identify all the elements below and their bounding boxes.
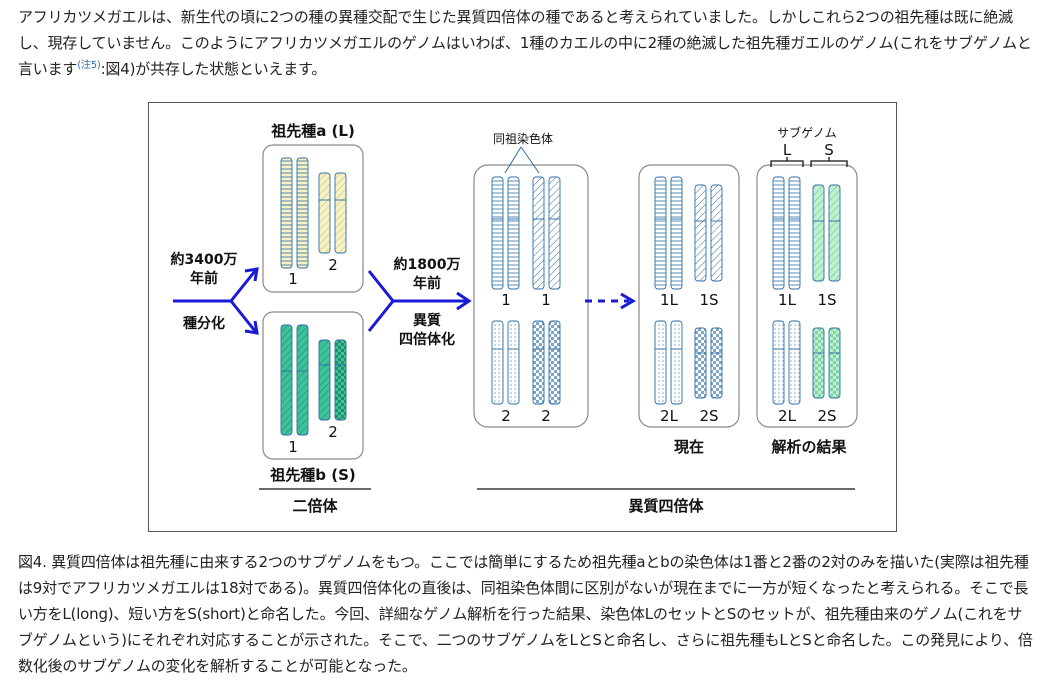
time2-line1: 約1800万 — [394, 256, 461, 273]
tetra-num-2b: 2 — [541, 407, 551, 425]
tetra-num-2a: 2 — [501, 407, 511, 425]
tetra-num-1a: 1 — [501, 291, 511, 309]
analysis-label: 解析の結果 — [771, 438, 847, 456]
present-box — [638, 164, 740, 428]
present-label-1s: 1S — [699, 291, 718, 309]
analysis-chromosomes — [772, 176, 841, 405]
ancestor-a-chromosomes — [280, 157, 347, 269]
speciation-label: 種分化 — [183, 315, 225, 332]
intro-text: アフリカツメガエルは、新生代の頃に2つの種の異種交配で生じた異質四倍体の種である… — [18, 8, 1032, 78]
present-label-1l: 1L — [660, 291, 679, 309]
chromosome-num-2a: 2 — [328, 256, 338, 274]
chromosome-num-2b: 2 — [328, 423, 338, 441]
intro-paragraph: アフリカツメガエルは、新生代の頃に2つの種の異種交配で生じた異質四倍体の種である… — [18, 4, 1033, 82]
early-tetraploid-box — [473, 164, 589, 428]
speciation-arrow — [173, 267, 259, 335]
analysis-label-2l: 2L — [778, 407, 797, 425]
evolution-dashed-arrow — [585, 292, 636, 310]
ancestor-b-chromosomes — [280, 324, 347, 436]
subgenome-label: サブゲノム — [777, 125, 837, 140]
ancestor-b-box — [262, 311, 364, 460]
allo-line2: 四倍体化 — [399, 331, 455, 348]
allotetraploidization-arrow — [367, 270, 472, 332]
time1-line2: 年前 — [190, 270, 218, 287]
analysis-label-2s: 2S — [817, 407, 836, 425]
tetra-num-1b: 1 — [541, 291, 551, 309]
homolog-label: 同祖染色体 — [493, 131, 553, 146]
intro-text-end: :図4)が共存した状態といえます。 — [100, 60, 327, 78]
figure-caption: 図4. 異質四倍体は祖先種に由来する2つのサブゲノムをもつ。ここでは簡単にするた… — [18, 553, 1033, 675]
analysis-box — [756, 164, 858, 428]
subgenome-braces — [770, 157, 848, 167]
ancestor-a-box — [262, 144, 364, 293]
homolog-bracket — [504, 146, 540, 174]
ancestor-a-label: 祖先種a (L) — [270, 122, 355, 140]
subgenome-l-label: L — [783, 141, 792, 159]
figure-diagram: 祖先種a (L) 祖先種b (S) 1 2 1 2 約3400万 年前 種分化 … — [148, 102, 897, 532]
chromosome-num-1a: 1 — [288, 270, 298, 288]
present-chromosomes — [654, 176, 723, 405]
time2-line2: 年前 — [413, 275, 441, 292]
allo-line1: 異質 — [413, 312, 441, 329]
present-label-2s: 2S — [699, 407, 718, 425]
allotetraploid-label: 異質四倍体 — [628, 497, 704, 515]
early-tetraploid-chromosomes — [491, 176, 561, 405]
diploid-label: 二倍体 — [292, 497, 338, 515]
time1-line1: 約3400万 — [171, 251, 238, 268]
footnote-link[interactable]: (注5) — [77, 60, 101, 71]
present-label: 現在 — [674, 438, 704, 456]
analysis-label-1l: 1L — [778, 291, 797, 309]
chromosome-num-1b: 1 — [288, 438, 298, 456]
present-label-2l: 2L — [660, 407, 679, 425]
diagram-canvas: 祖先種a (L) 祖先種b (S) 1 2 1 2 約3400万 年前 種分化 … — [171, 122, 858, 515]
ancestor-b-label: 祖先種b (S) — [269, 466, 355, 484]
subgenome-s-label: S — [824, 141, 834, 159]
analysis-label-1s: 1S — [817, 291, 836, 309]
